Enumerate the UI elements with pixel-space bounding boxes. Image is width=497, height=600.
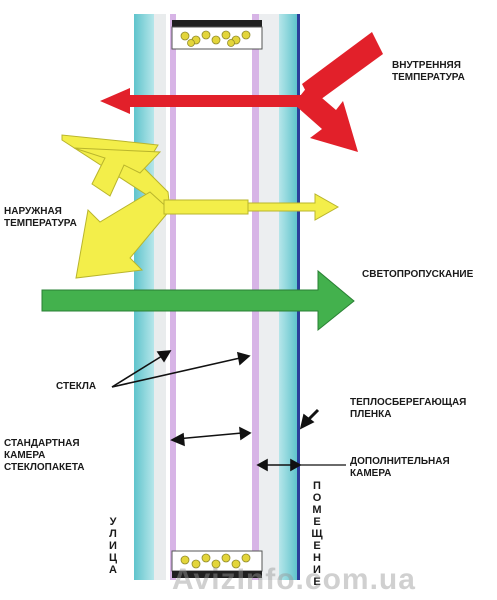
outer-temperature-arrows (61, 134, 340, 279)
inner-temperature-label: ВНУТРЕННЯЯ ТЕМПЕРАТУРА (392, 60, 465, 83)
additional-chamber-label: ДОПОЛНИТЕЛЬНАЯ КАМЕРА (350, 456, 450, 479)
red-arrow-reflected (296, 86, 358, 152)
yellow-shaft-thick (163, 199, 249, 215)
room-label: ПОМЕЩЕНИЕ (311, 480, 323, 588)
red-arrow-long (100, 88, 318, 114)
outer-temperature-label: НАРУЖНАЯ ТЕМПЕРАТУРА (4, 206, 77, 229)
inner-temperature-arrows (100, 32, 383, 152)
spacer-top (171, 20, 263, 50)
yellow-arrow-up-head (73, 147, 162, 197)
pointer-arrows (111, 350, 346, 472)
spacer-bottom (171, 550, 263, 578)
street-label: УЛИЦА (107, 516, 119, 576)
watermark: AvizInfo.com.ua (172, 563, 416, 596)
red-arrow-incoming (302, 32, 383, 105)
heat-saving-film-label: ТЕПЛОСБЕРЕГАЮЩАЯ ПЛЕНКА (350, 397, 467, 420)
light-transmission-arrow (41, 269, 355, 332)
standard-chamber-label: СТАНДАРТНАЯ КАМЕРА СТЕКЛОПАКЕТА (4, 438, 85, 473)
yellow-arrow-down (75, 191, 171, 279)
light-transmission-label: СВЕТОПРОПУСКАНИЕ (362, 269, 474, 280)
glass-label: СТЕКЛА (56, 381, 97, 392)
yellow-arrow-small (247, 193, 340, 221)
